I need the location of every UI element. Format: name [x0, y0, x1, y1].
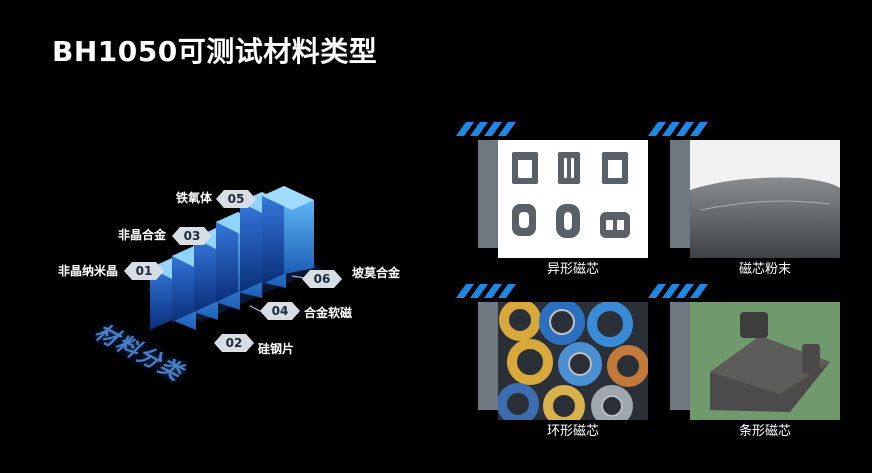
material-label-04: 合金软磁 [304, 306, 353, 320]
toroidal-core-photo [498, 302, 648, 420]
material-label-03: 非晶合金 [118, 228, 167, 242]
sample-card-core-powder: 磁芯粉末 [648, 120, 848, 277]
bar-core-photo [690, 302, 840, 420]
stripe-decoration-icon [456, 284, 516, 298]
bars-graphic [148, 186, 322, 341]
number-badge-03: 03 [172, 227, 212, 245]
sample-caption: 异形磁芯 [546, 262, 599, 277]
core-powder-photo [690, 140, 840, 258]
material-label-06: 坡莫合金 [352, 266, 401, 280]
stripe-decoration-icon [648, 122, 708, 136]
sample-card-toroidal-core: 环形磁芯 [456, 282, 656, 439]
sample-card-shaped-core: 异形磁芯 [456, 120, 656, 277]
material-label-01: 非晶纳米晶 [58, 264, 119, 278]
material-label-02: 硅钢片 [258, 342, 295, 356]
sample-caption: 条形磁芯 [738, 424, 791, 439]
sample-caption: 环形磁芯 [546, 424, 599, 439]
sample-caption: 磁芯粉末 [738, 262, 791, 277]
material-label-05: 铁氧体 [176, 191, 213, 205]
page-title: BH1050可测试材料类型 [52, 35, 378, 68]
number-badge-02: 02 [214, 334, 254, 352]
bar-06 [262, 186, 314, 284]
sample-card-bar-core: 条形磁芯 [648, 282, 848, 439]
number-badge-06: 06 [302, 270, 342, 288]
stripe-decoration-icon [456, 122, 516, 136]
shaped-core-photo [498, 140, 648, 258]
number-badge-05: 05 [216, 190, 256, 208]
number-badge-01: 01 [124, 262, 164, 280]
number-badge-04: 04 [260, 302, 300, 320]
stripe-decoration-icon [648, 284, 708, 298]
material-classification-graphic: 非晶纳米晶 01 非晶合金 03 铁氧体 05 06 坡莫合金 04 合金软磁 … [58, 186, 401, 386]
